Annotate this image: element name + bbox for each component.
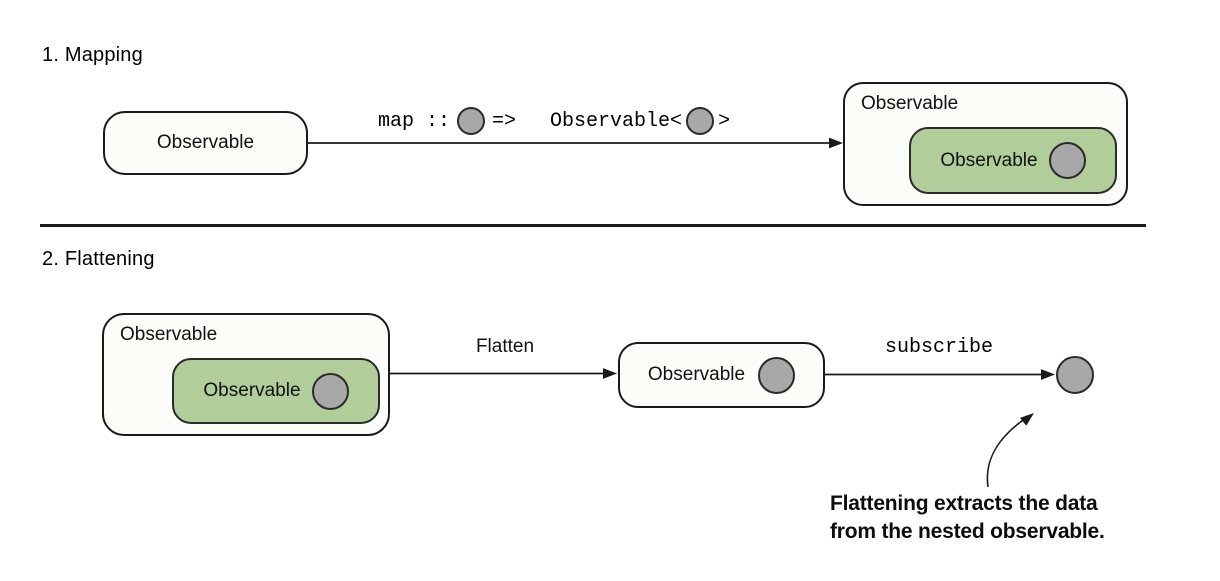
annotation-line2: from the nested observable.: [830, 520, 1105, 543]
data-value-icon: [758, 356, 796, 394]
flattening-nested-inner-observable-box: Observable: [172, 358, 380, 424]
annotation-arrowhead-icon: [1019, 413, 1034, 426]
mapping-result-outer-label: Observable: [861, 93, 959, 114]
mapping-result-inner-label: Observable: [940, 149, 1038, 171]
subscribe-arrow-label: subscribe: [884, 336, 994, 359]
data-value-icon: [686, 107, 715, 135]
flattening-nested-outer-label: Observable: [120, 324, 218, 345]
mapping-source-observable-box: Observable: [103, 111, 308, 175]
flatten-arrowhead-icon: [603, 368, 617, 379]
map-signature-observable-close: >: [718, 109, 731, 133]
section-heading-mapping: 1. Mapping: [42, 44, 143, 66]
mapping-source-observable-label: Observable: [156, 132, 255, 153]
flattening-nested-inner-label: Observable: [203, 380, 301, 401]
flattening-flattened-observable-label: Observable: [647, 364, 746, 385]
map-signature: map :: => Observable< >: [378, 106, 730, 136]
map-signature-prefix: map ::: [378, 109, 451, 133]
map-signature-observable-open: Observable<: [550, 109, 683, 133]
section-divider: [40, 224, 1146, 227]
flatten-arrow-label: Flatten: [475, 336, 535, 357]
annotation-line1: Flattening extracts the data: [830, 492, 1098, 515]
mapping-result-outer-observable-box: Observable Observable: [843, 82, 1128, 206]
data-value-icon: [1048, 142, 1086, 179]
data-value-icon: [311, 372, 349, 410]
map-signature-arrow-token: =>: [492, 109, 517, 133]
annotation-arrow-curve: [986, 417, 1027, 488]
map-arrowhead-icon: [829, 137, 843, 149]
subscribe-arrowhead-icon: [1041, 369, 1055, 380]
mapping-result-inner-observable-box: Observable: [909, 127, 1117, 194]
flattening-nested-outer-observable-box: Observable Observable: [102, 313, 390, 436]
flattening-flattened-observable-box: Observable: [618, 342, 825, 408]
section-heading-flattening: 2. Flattening: [42, 248, 155, 270]
result-data-value-icon: [1056, 356, 1094, 394]
data-value-icon: [457, 107, 486, 135]
annotation-text: Flattening extracts the data from the ne…: [830, 490, 1105, 546]
